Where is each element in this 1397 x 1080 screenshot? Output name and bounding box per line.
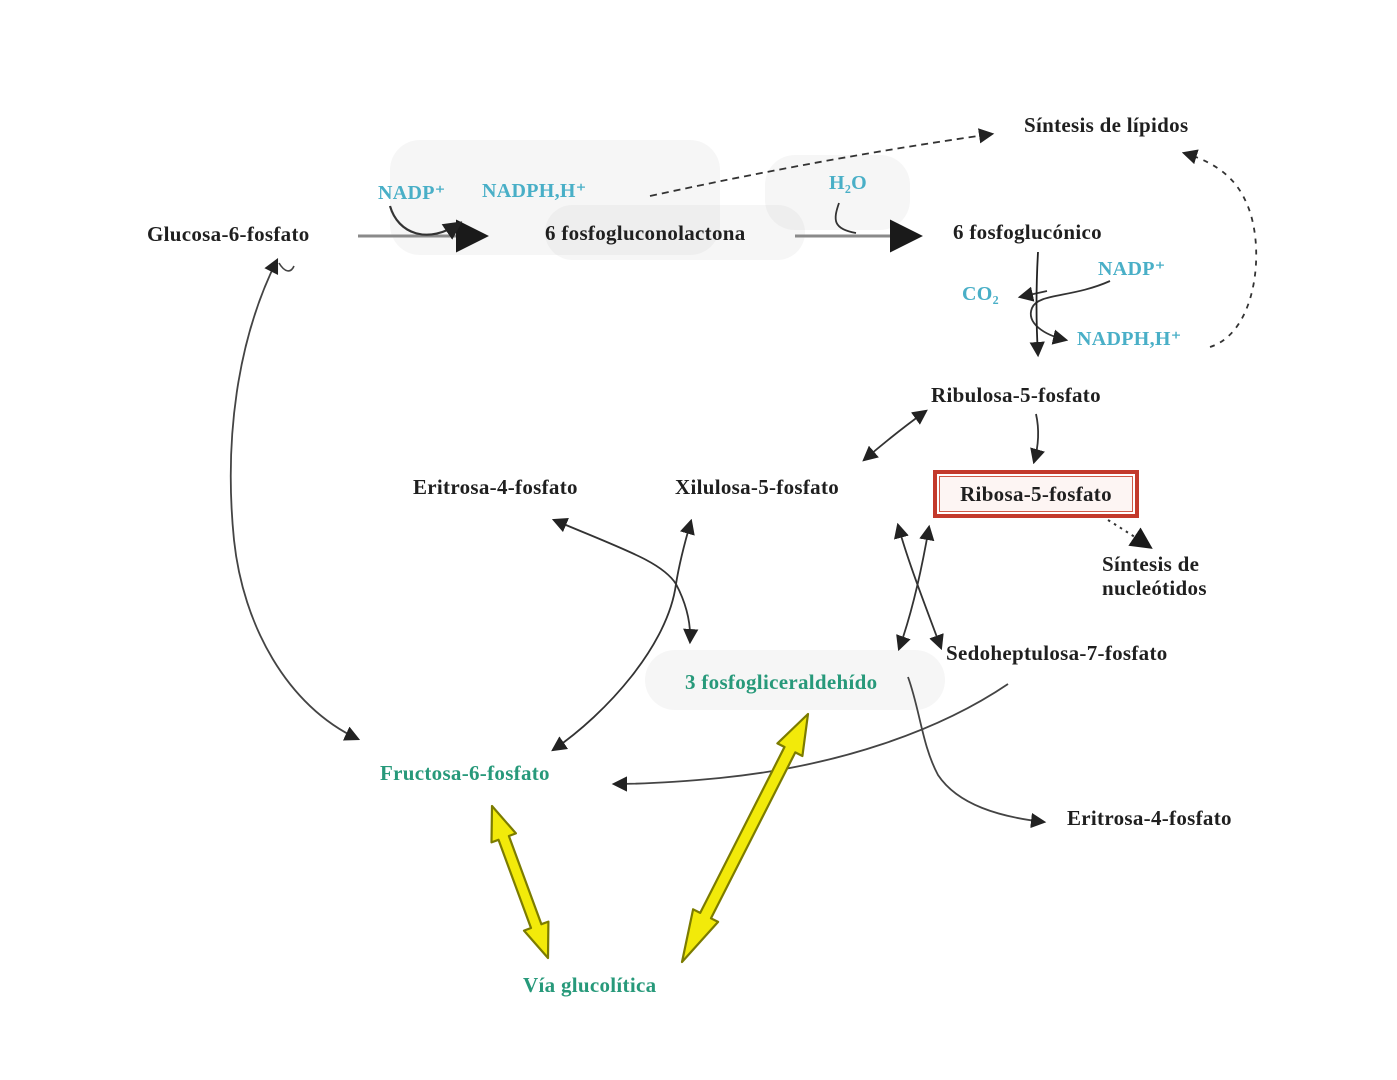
arrow-ribulosa-to-xilulosa [862,409,928,462]
node-sintesis-de-lipidos: Síntesis de lípidos [1024,113,1189,137]
h2o-entry-curve [834,202,857,234]
dotted-arrow-ribosa-to-nucleotidos [1107,519,1153,549]
arrow-co2-release [1017,286,1048,302]
scan-artifact [545,205,805,260]
node-ribosa-5-fosfato: Ribosa-5-fosfato [960,481,1112,506]
node-3-fosfogliceraldehido: 3 fosfogliceraldehído [685,670,878,694]
arrow-nadp-to-nadph-1 [388,205,463,240]
arrow-sedoheptulosa-to-fructosa [611,683,1009,792]
scan-artifact [765,155,910,230]
arrow-cross-left-a [551,518,699,645]
node-xilulosa-5-fosfato: Xilulosa-5-fosfato [675,475,840,499]
arrow-gluconico-to-ribulosa [1029,251,1045,358]
yellow-arrow-g3p-glycolysis [680,712,810,964]
ribosa-5-fosfato-highlight-box: Ribosa-5-fosfato [933,470,1139,518]
node-glucosa-6-fosfato: Glucosa-6-fosfato [147,222,310,246]
cofactor-nadp-2: NADP⁺ [1098,258,1166,280]
arrow-cross-right-b [894,522,944,651]
node-eritrosa-4-fosfato-inferior: Eritrosa-4-fosfato [1067,806,1232,830]
sintesis-nucleotidos-line2: nucleótidos [1102,576,1207,601]
scan-artifact [645,650,945,710]
node-ribulosa-5-fosfato: Ribulosa-5-fosfato [931,383,1101,407]
node-sintesis-de-nucleotidos: Síntesis de nucleótidos [1102,552,1252,600]
arrow-to-eritrosa-inferior [907,676,1047,829]
yellow-arrow-fructosa-glycolysis [490,804,550,960]
node-via-glucolitica: Vía glucolítica [523,973,657,997]
arrow-nadp-to-nadph-2 [1029,280,1111,345]
cofactor-nadph-2: NADPH,H⁺ [1077,328,1182,350]
arc-fructosa-to-glucosa [229,257,361,741]
sintesis-nucleotidos-line1: Síntesis de [1102,552,1200,576]
cofactor-nadp-1: NADP⁺ [378,182,446,204]
cofactor-co2: CO₂ [962,283,999,305]
cofactor-h2o: H₂O [829,172,868,194]
node-sedoheptulosa-7-fosfato: Sedoheptulosa-7-fosfato [946,641,1168,665]
arrow-cross-left-b [551,518,695,752]
dashed-arrow-nadph-to-lipidos [649,128,995,197]
arc-top-hook [278,262,295,272]
dashed-arrow-nadph2-to-lipidos [1181,149,1258,348]
arrow-ribulosa-to-ribosa [1030,413,1045,465]
node-6-fosfogluconico: 6 fosfoglucónico [953,220,1102,244]
node-6-fosfogluconolactona: 6 fosfogluconolactona [545,221,746,245]
node-eritrosa-4-fosfato-superior: Eritrosa-4-fosfato [413,475,578,499]
cofactor-nadph-1: NADPH,H⁺ [482,180,587,202]
node-fructosa-6-fosfato: Fructosa-6-fosfato [380,761,550,785]
